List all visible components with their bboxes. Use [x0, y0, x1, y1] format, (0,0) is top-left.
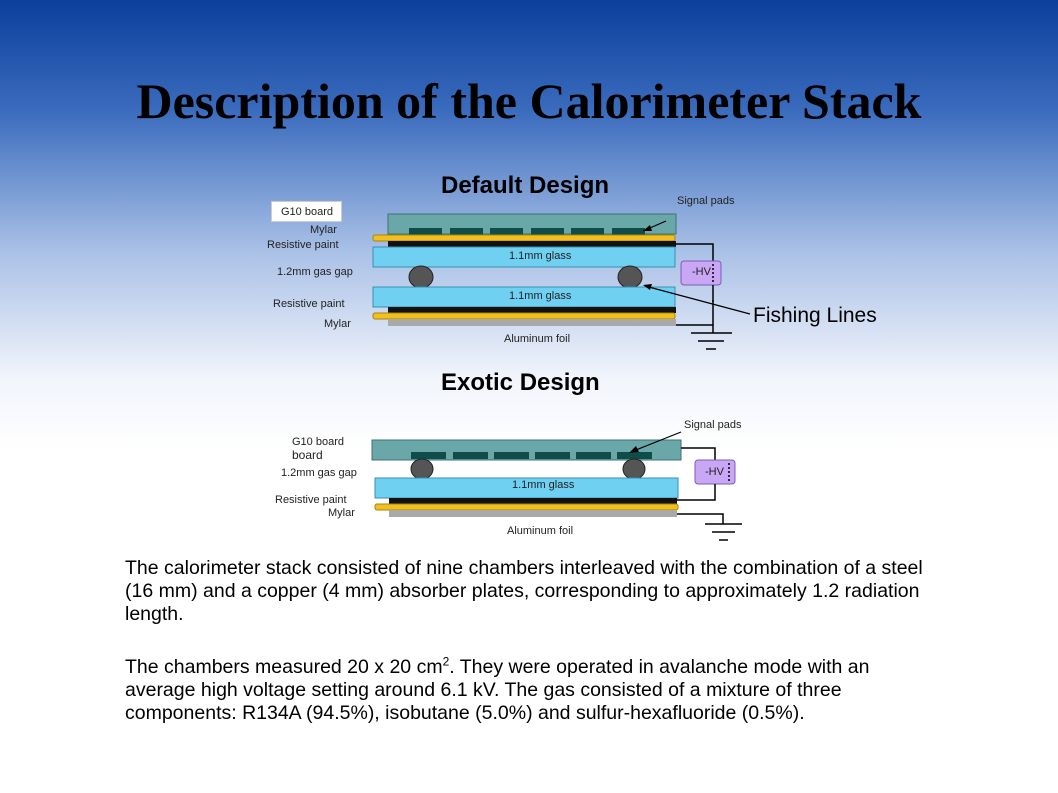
aluminum-foil-label-exotic: Aluminum foil [507, 525, 574, 537]
mylar-bottom-label: Mylar [324, 318, 351, 330]
paragraph-chambers-part2: . They were operated in avalanche mode w… [125, 656, 870, 724]
paragraph-absorber: The calorimeter stack consisted of nine … [125, 557, 923, 625]
aluminum-foil-layer-exotic [389, 510, 677, 517]
hv-label: -HV [692, 266, 711, 278]
ground-symbol-default [691, 332, 732, 350]
fishing-lines-pointer [644, 285, 751, 315]
resistive-paint-bottom-layer [388, 307, 676, 313]
resistive-paint-top-label: Resistive paint [267, 239, 339, 251]
ground-symbol-exotic [705, 523, 742, 541]
resistive-paint-bottom-label: Resistive paint [273, 298, 345, 310]
aluminum-foil-label: Aluminum foil [504, 333, 571, 345]
gas-gap-label-exotic: 1.2mm gas gap [281, 467, 357, 479]
fishing-lines-label: Fishing Lines [753, 304, 877, 327]
glass-top-label: 1.1mm glass [509, 250, 572, 262]
resistive-paint-label-exotic: Resistive paint [275, 494, 347, 506]
signal-pads-row [409, 228, 645, 235]
mylar-layer-exotic [374, 503, 679, 511]
signal-pads-row-exotic [411, 452, 652, 459]
signal-pads-label-exotic: Signal pads [684, 419, 742, 431]
glass-bottom-label: 1.1mm glass [509, 290, 572, 302]
hv-label-exotic: -HV [705, 466, 724, 478]
board-label-exotic: board [292, 448, 323, 462]
paragraph-chambers-part1: The chambers measured 20 x 20 cm [125, 656, 443, 678]
default-design-heading: Default Design [441, 172, 610, 199]
g10-board-label: G10 board [271, 201, 342, 222]
resistive-paint-top-layer [388, 241, 676, 247]
gas-gap-label: 1.2mm gas gap [277, 266, 353, 278]
signal-pads-label: Signal pads [677, 195, 735, 207]
g10-board-label-exotic: G10 board [292, 436, 344, 448]
area-superscript: 2 [442, 654, 450, 669]
fishing-line-left-exotic [410, 458, 434, 480]
exotic-design-heading: Exotic Design [441, 369, 600, 396]
glass-label-exotic: 1.1mm glass [512, 479, 575, 491]
aluminum-foil-layer [388, 319, 676, 326]
fishing-line-right-exotic [622, 458, 646, 480]
mylar-top-label: Mylar [310, 224, 337, 236]
paragraph-chambers: The chambers measured 20 x 20 cm2. They … [125, 656, 925, 725]
slide-title: Description of the Calorimeter Stack [136, 73, 922, 129]
mylar-label-exotic: Mylar [328, 507, 355, 519]
glass-top-layer [372, 246, 676, 268]
hv-supply-box [680, 260, 722, 286]
signal-pads-pointer-exotic [630, 431, 682, 453]
resistive-paint-layer-exotic [389, 498, 677, 504]
